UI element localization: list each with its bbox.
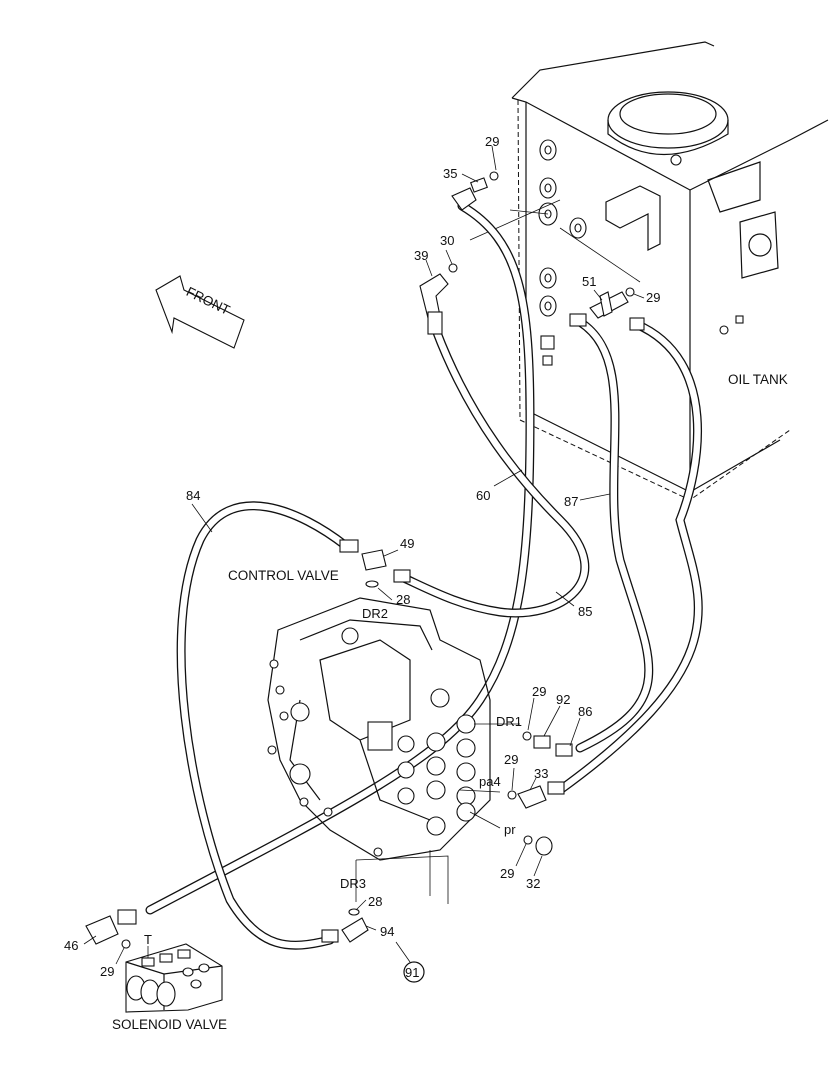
port-pr: pr (504, 822, 516, 837)
port-dr3: DR3 (340, 876, 366, 891)
callout-29: 29 (646, 290, 660, 305)
callout-28: 28 (396, 592, 410, 607)
control-valve-body (267, 597, 520, 904)
tank-ports (538, 139, 587, 366)
solenoid-valve-label: SOLENOID VALVE (112, 1017, 227, 1032)
callout-29: 29 (504, 752, 518, 767)
callout-60: 60 (476, 488, 490, 503)
front-arrow: FRONT (155, 275, 245, 349)
callout-49: 49 (400, 536, 414, 551)
port-t: T (144, 932, 152, 947)
leader-lines (83, 145, 645, 965)
callout-51: 51 (582, 274, 596, 289)
hoses (145, 201, 703, 950)
callout-33: 33 (534, 766, 548, 781)
callout-29: 29 (500, 866, 514, 881)
callout-numbers: 29 35 30 39 51 29 60 87 84 49 28 85 29 9… (64, 134, 660, 979)
port-labels: DR1 DR2 DR3 pa4 pr T (144, 606, 522, 947)
callout-39: 39 (414, 248, 428, 263)
solenoid-valve-body (125, 943, 223, 1013)
fittings (85, 171, 645, 949)
callout-94: 94 (380, 924, 394, 939)
callout-92: 92 (556, 692, 570, 707)
part-labels: OIL TANK CONTROL VALVE SOLENOID VALVE (112, 372, 788, 1032)
callout-29: 29 (485, 134, 499, 149)
callout-29: 29 (100, 964, 114, 979)
callout-30: 30 (440, 233, 454, 248)
oil-tank (469, 41, 829, 501)
port-dr2: DR2 (362, 606, 388, 621)
callout-91: 91 (405, 965, 419, 980)
port-pa4: pa4 (479, 774, 501, 789)
side-bolts (267, 659, 383, 857)
reference-91: 91 (403, 961, 425, 983)
callout-32: 32 (526, 876, 540, 891)
callout-85: 85 (578, 604, 592, 619)
callout-86: 86 (578, 704, 592, 719)
port-dr1: DR1 (496, 714, 522, 729)
spool-caps (397, 688, 476, 836)
callout-46: 46 (64, 938, 78, 953)
callout-29: 29 (532, 684, 546, 699)
oil-tank-label: OIL TANK (728, 372, 788, 387)
callout-28: 28 (368, 894, 382, 909)
control-valve-label: CONTROL VALVE (228, 568, 339, 583)
callout-87: 87 (564, 494, 578, 509)
callout-35: 35 (443, 166, 457, 181)
callout-84: 84 (186, 488, 200, 503)
